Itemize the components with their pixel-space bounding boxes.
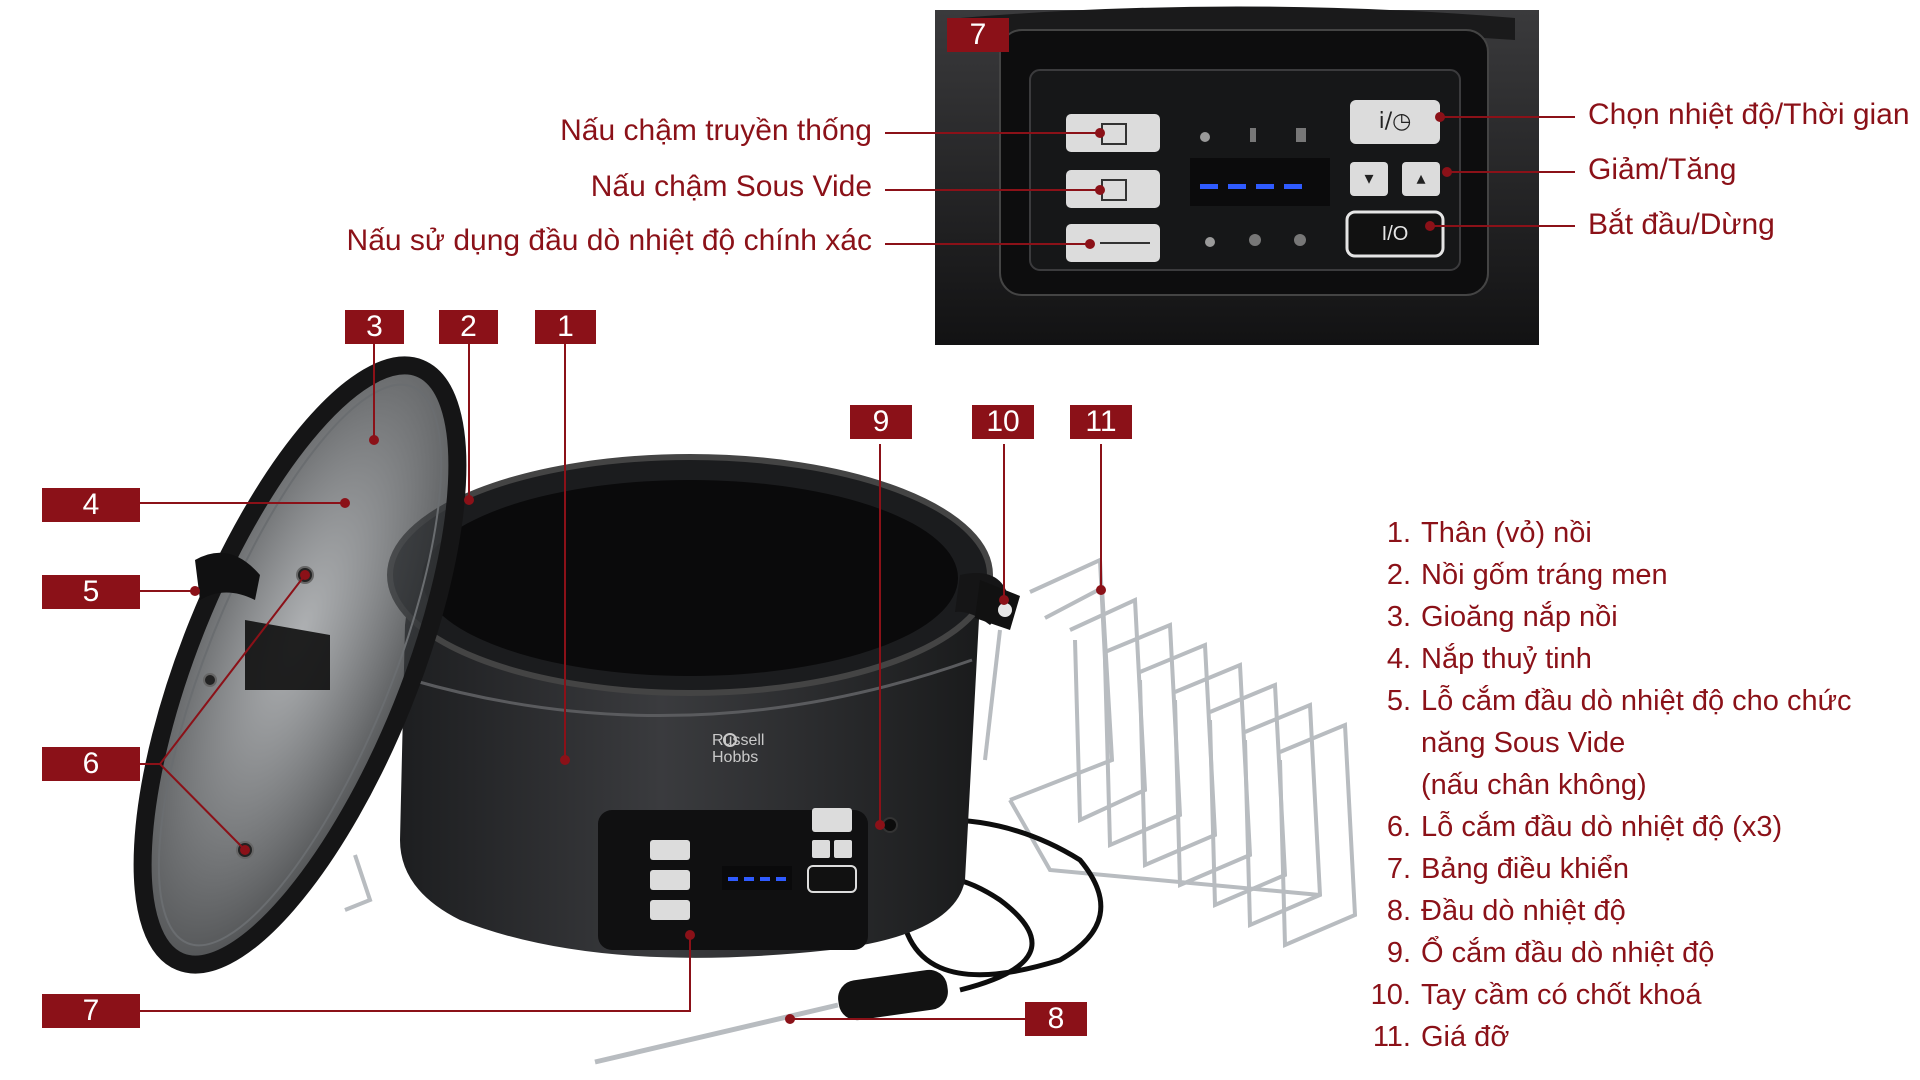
tag-4: 4 [42,488,140,522]
brand-line-2: Hobbs [712,749,758,766]
legend-item: 9.Ổ cắm đầu dò nhiệt độ [1386,937,1715,969]
legend-item: 3.Gioăng nắp nồi [1386,601,1618,633]
leader-lines [100,116,1575,1020]
callout-down-up: Giảm/Tăng [1588,153,1737,186]
legend-item: 6.Lỗ cắm đầu dò nhiệt độ (x3) [1386,811,1783,843]
legend-item: 7.Bảng điều khiển [1386,853,1629,885]
parts-legend: 1.Thân (vỏ) nồi 2.Nồi gốm tráng men 3.Gi… [1340,512,1900,1058]
callout-sous-vide: Nấu chậm Sous Vide [590,170,872,203]
legend-item: 2.Nồi gốm tráng men [1386,559,1668,591]
brand-line-1: Russell [712,732,764,749]
control-panel-inset [935,6,1539,345]
legend-item: 11.Giá đỡ [1372,1021,1510,1053]
up-button[interactable]: ▴ [1416,168,1426,189]
temp-time-button[interactable]: i/◷ [1378,109,1412,134]
tag-8: 8 [1025,1002,1087,1036]
tag-10: 10 [972,405,1034,439]
leader-dots [190,112,1452,1024]
tag-9: 9 [850,405,912,439]
cooker-body: Russell Hobbs [387,454,1020,958]
callout-probe-cooking: Nấu sử dụng đầu dò nhiệt độ chính xác [346,224,872,257]
down-button[interactable]: ▾ [1364,168,1374,189]
legend-item: 8.Đầu dò nhiệt độ [1386,895,1626,927]
legend-item: năng Sous Vide [1421,727,1626,759]
tag-3: 3 [345,310,404,344]
tag-1: 1 [535,310,596,344]
tag-11: 11 [1070,405,1132,439]
callout-start-stop: Bắt đầu/Dừng [1588,208,1775,241]
tag-2: 2 [439,310,498,344]
legend-item: 1.Thân (vỏ) nồi [1386,517,1592,549]
tag-6: 6 [42,747,140,781]
legend-item: 10.Tay cầm có chốt khoá [1370,979,1702,1011]
legend-item: 4.Nắp thuỷ tinh [1386,643,1592,675]
callout-traditional-slow-cook: Nấu chậm truyền thống [560,114,872,147]
start-stop-button[interactable]: I/O [1381,223,1409,245]
tag-7-inset: 7 [947,18,1009,52]
temperature-probe [594,817,1104,1065]
rack [1008,556,1358,948]
legend-item: 5.Lỗ cắm đầu dò nhiệt độ cho chức [1386,685,1852,717]
callout-temp-time: Chọn nhiệt độ/Thời gian [1588,98,1910,131]
tag-5: 5 [42,575,140,609]
legend-item: (nấu chân không) [1421,769,1647,801]
tag-7: 7 [42,994,140,1028]
